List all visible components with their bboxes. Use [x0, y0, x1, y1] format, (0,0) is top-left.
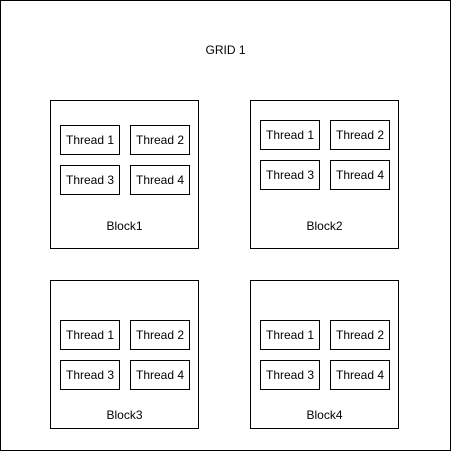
block-2-thread-2: Thread 2 [330, 120, 390, 150]
block-3-label: Block3 [106, 408, 143, 422]
block-1-label: Block1 [106, 219, 143, 233]
block-4-thread-2: Thread 2 [330, 320, 390, 350]
block-3-thread-1: Thread 1 [60, 320, 120, 350]
block-3-thread-3: Thread 3 [60, 360, 120, 390]
grid-label: GRID 1 [205, 43, 246, 57]
block-1-thread-1: Thread 1 [60, 125, 120, 155]
block-3: Thread 1 Thread 2 Thread 3 Thread 4 Bloc… [50, 280, 199, 429]
block-1-thread-3: Thread 3 [60, 165, 120, 195]
block-3-thread-4: Thread 4 [130, 360, 190, 390]
block-4-thread-4: Thread 4 [330, 360, 390, 390]
block-1: Thread 1 Thread 2 Thread 3 Thread 4 Bloc… [50, 100, 199, 249]
block-2: Thread 1 Thread 2 Thread 3 Thread 4 Bloc… [250, 100, 399, 249]
block-4-thread-3: Thread 3 [260, 360, 320, 390]
block-4: Thread 1 Thread 2 Thread 3 Thread 4 Bloc… [250, 280, 399, 429]
block-2-thread-1: Thread 1 [260, 120, 320, 150]
block-3-thread-2: Thread 2 [130, 320, 190, 350]
block-2-thread-3: Thread 3 [260, 160, 320, 190]
block-1-thread-2: Thread 2 [130, 125, 190, 155]
block-2-thread-4: Thread 4 [330, 160, 390, 190]
block-4-thread-1: Thread 1 [260, 320, 320, 350]
block-2-label: Block2 [306, 219, 343, 233]
block-1-thread-4: Thread 4 [130, 165, 190, 195]
block-4-label: Block4 [306, 408, 343, 422]
